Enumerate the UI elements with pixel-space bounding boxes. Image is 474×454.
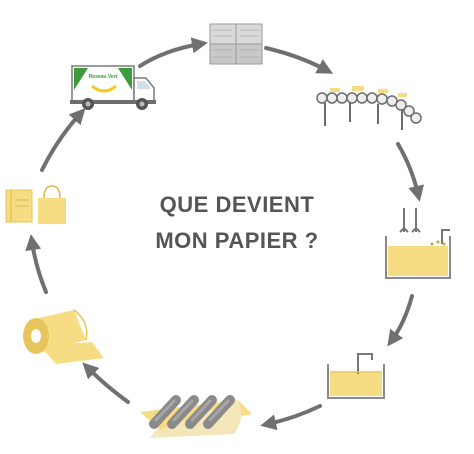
paper-bag-icon [38, 185, 66, 224]
cycle-arrows [25, 37, 424, 431]
paper-bales-icon [209, 23, 263, 65]
sorting-conveyor-icon [316, 86, 422, 130]
arrow-vat-to-rollers [260, 404, 322, 431]
arrow-truck-to-bales [138, 37, 208, 68]
arrow-conveyor-to-pulper [396, 142, 424, 202]
truck-logo-text: Réseau Vert [89, 74, 118, 80]
arrow-products-to-truck [40, 108, 86, 172]
pulp-vat-icon [327, 353, 385, 399]
paper-roll-icon [23, 309, 104, 364]
arrow-rollers-to-roll [82, 362, 130, 404]
paper-products-icon [5, 185, 66, 224]
notebook-icon [5, 189, 33, 223]
center-title-line-2: MON PAPIER ? [155, 228, 319, 253]
arrow-roll-to-products [25, 234, 48, 294]
arrow-bales-to-conveyor [264, 46, 334, 74]
collection-truck-icon: Réseau Vert [70, 65, 156, 110]
arrow-pulper-to-vat [387, 294, 414, 347]
center-title-line-1: QUE DEVIENT [159, 192, 315, 217]
pulper-tank-icon [385, 208, 451, 279]
paper-machine-rollers-icon [140, 395, 252, 438]
